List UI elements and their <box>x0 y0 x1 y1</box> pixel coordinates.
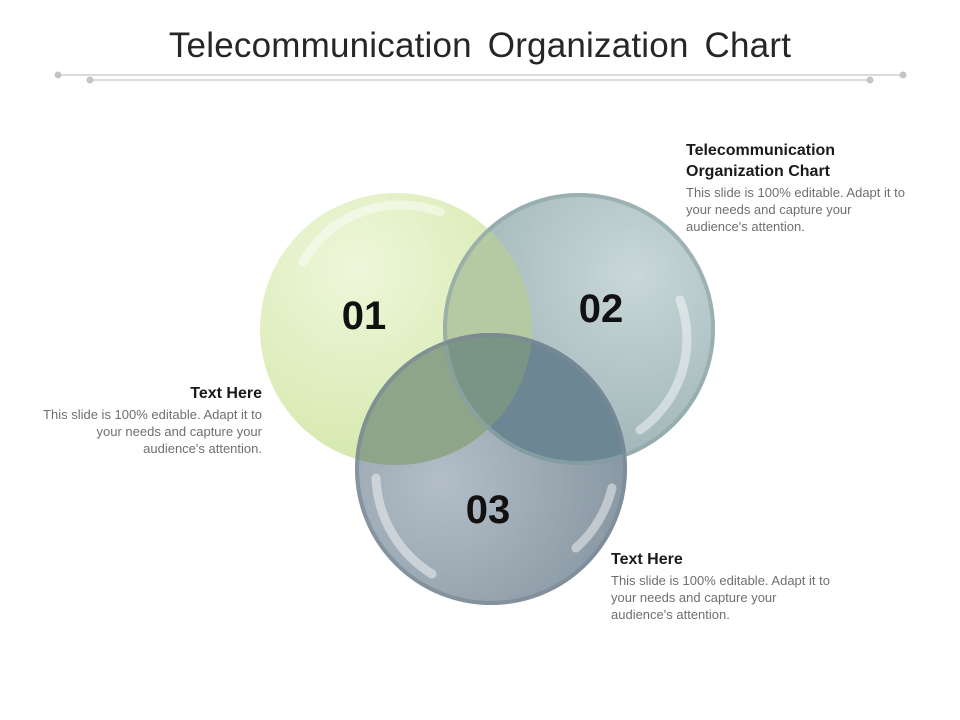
gloss-arc-02 <box>635 295 692 435</box>
callout-body: This slide is 100% editable. Adapt it to… <box>686 185 905 234</box>
venn-label-01: 01 <box>341 294 387 338</box>
venn-label-02: 02 <box>578 287 624 331</box>
title-divider <box>54 71 907 84</box>
callout-bottom-right: Text Here This slide is 100% editable. A… <box>611 549 837 623</box>
overlap-02-03 <box>443 333 627 465</box>
callout-top-right: Telecommunication Organization Chart Thi… <box>686 140 916 235</box>
callout-left: Text Here This slide is 100% editable. A… <box>36 383 262 457</box>
gloss-arc-03b <box>371 473 437 579</box>
gloss-arc-01 <box>298 200 445 267</box>
callout-title: Text Here <box>190 385 262 402</box>
overlap-01-03 <box>355 333 532 465</box>
callout-body: This slide is 100% editable. Adapt it to… <box>611 573 830 622</box>
gloss-arc-03a <box>571 483 617 553</box>
callout-body: This slide is 100% editable. Adapt it to… <box>43 407 262 456</box>
callout-title: Text Here <box>611 551 683 568</box>
page-title: Telecommunication Organization Chart <box>168 26 792 65</box>
venn-label-03: 03 <box>465 488 511 532</box>
callout-title: Telecommunication Organization Chart <box>686 142 836 180</box>
